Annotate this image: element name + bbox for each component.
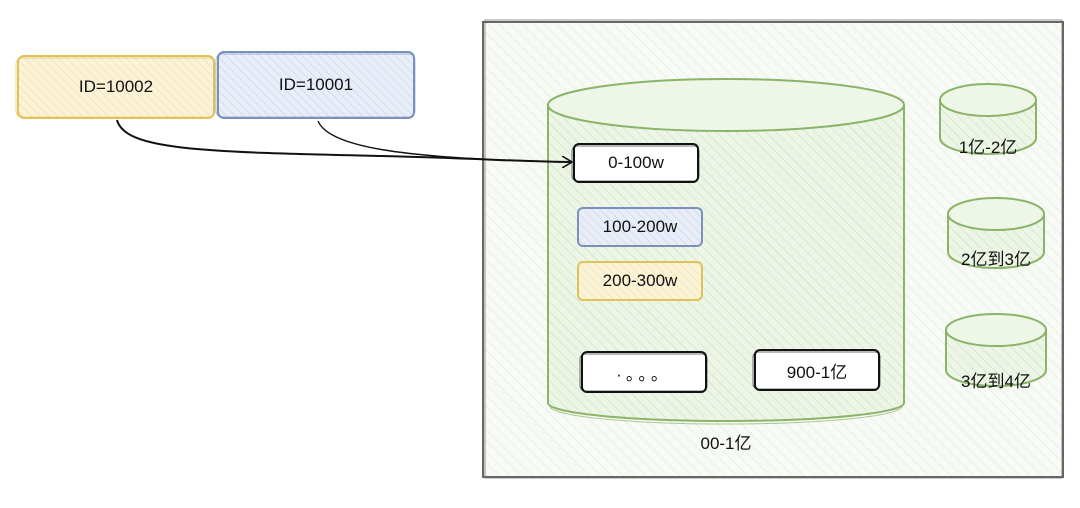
range-label-200-300w: 200-300w bbox=[602, 271, 678, 290]
side-db-label-2: 2亿到3亿 bbox=[961, 249, 1031, 269]
range-box-900-1yi bbox=[752, 349, 881, 391]
side-db-label-1: 1亿-2亿 bbox=[958, 137, 1018, 157]
range-label-0-100w: 0-100w bbox=[608, 153, 664, 172]
range-label-100-200w: 100-200w bbox=[602, 217, 678, 236]
id-label-10001: ID=10001 bbox=[278, 75, 354, 94]
range-label-ellipsis: ·。。。 bbox=[616, 364, 672, 384]
id-box-10002 bbox=[15, 55, 216, 119]
container-label: 00-1亿 bbox=[700, 433, 752, 453]
id-box-10001 bbox=[215, 51, 416, 119]
id-label-10002: ID=10002 bbox=[78, 77, 154, 96]
side-db-1-cylinder bbox=[939, 83, 1037, 155]
main-database-cylinder bbox=[547, 78, 905, 425]
side-db-label-3: 3亿到4亿 bbox=[961, 371, 1031, 391]
side-db-3-cylinder bbox=[945, 313, 1047, 387]
range-box-ellipsis bbox=[579, 351, 708, 393]
range-box-100-200w bbox=[577, 207, 703, 247]
side-db-2-cylinder bbox=[947, 197, 1045, 269]
range-label-900-1yi: 900-1亿 bbox=[786, 362, 848, 382]
route-arrow-10001 bbox=[317, 120, 569, 163]
range-box-200-300w bbox=[577, 261, 703, 301]
